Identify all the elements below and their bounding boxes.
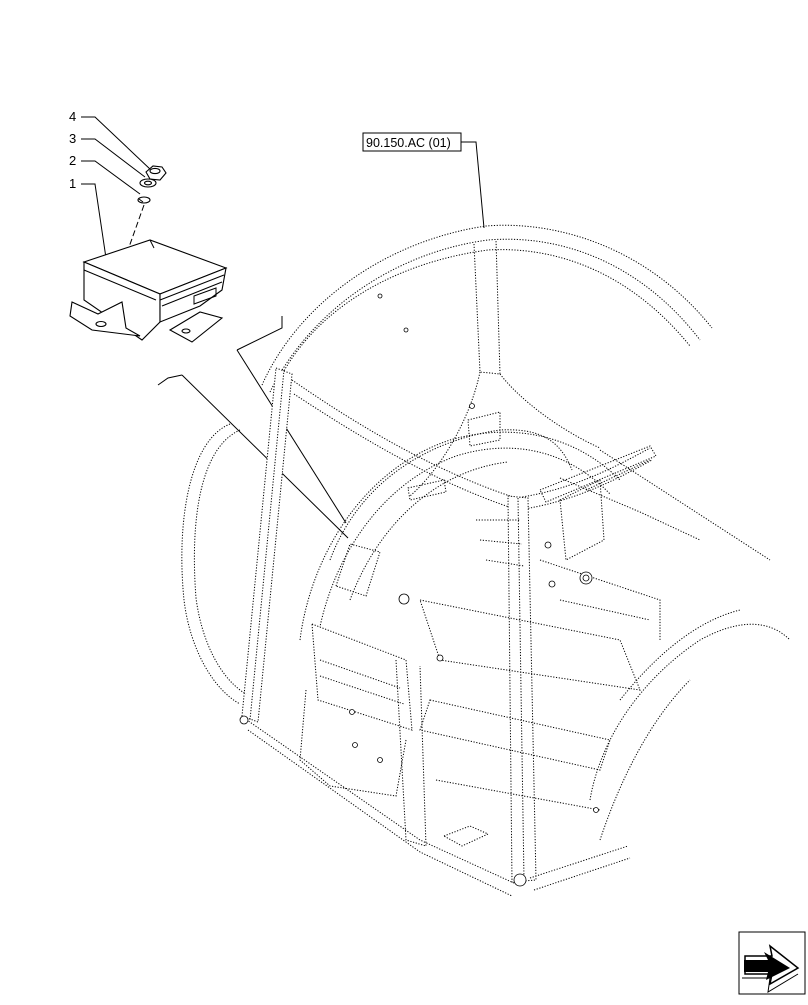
leader-line-3 [81,138,146,178]
flat-washer-part [139,178,157,188]
callout-group: 4 3 2 1 [69,109,152,259]
reference-callout: 90.150.AC (01) [362,132,485,229]
leader-line-4 [81,116,152,171]
callout-number-3: 3 [69,131,76,146]
callout-number-1: 1 [69,176,76,191]
hex-nut-part [145,165,167,181]
reference-label: 90.150.AC (01) [366,136,451,150]
cab-frame-assembly [181,224,791,897]
leader-line-a [236,316,283,351]
callout-number-4: 4 [69,109,76,124]
leader-line-1 [81,183,107,259]
reference-leader [461,141,485,229]
control-module-part [69,239,228,343]
frame-fastener-holes [239,293,599,887]
leader-line-2 [81,160,141,195]
lock-washer-part [137,196,151,204]
next-page-arrow-icon[interactable] [738,931,806,995]
callout-number-2: 2 [69,153,76,168]
leader-line-b [157,374,183,386]
